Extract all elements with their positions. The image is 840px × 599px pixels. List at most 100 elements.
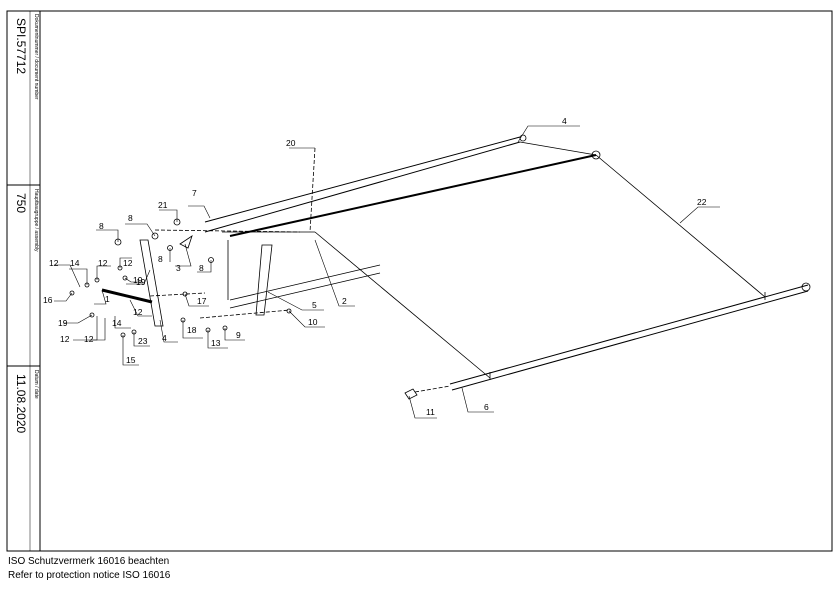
leader-2 xyxy=(314,239,355,307)
cassette-top-edge xyxy=(204,136,521,223)
callout-1: 1 xyxy=(105,294,110,304)
callout-12-top-mid: 12 xyxy=(98,258,108,268)
callout-4-top: 4 xyxy=(562,116,567,126)
leader-19b xyxy=(64,314,93,324)
leader-19a xyxy=(124,277,143,283)
screw-19a xyxy=(122,275,128,281)
screw-17 xyxy=(182,291,188,297)
axis-line-3 xyxy=(199,309,291,319)
front-bar xyxy=(229,154,597,237)
document-number: SPI.57712 xyxy=(14,18,28,75)
callout-8-right: 8 xyxy=(199,263,204,273)
callout-12-top-left: 12 xyxy=(49,258,59,268)
callout-8-middle: 8 xyxy=(158,254,163,264)
callout-19-right: 19 xyxy=(136,277,146,287)
fabric-back-right-edge xyxy=(519,141,597,156)
callout-10: 10 xyxy=(308,317,318,327)
leader-18 xyxy=(182,320,203,339)
callout-14-top: 14 xyxy=(70,258,80,268)
callout-7: 7 xyxy=(192,188,197,198)
leader-6 xyxy=(461,387,494,413)
leader-1 xyxy=(94,289,107,305)
leader-3 xyxy=(175,243,192,267)
leader-9 xyxy=(224,328,245,341)
arm-bracket-5 xyxy=(255,244,273,316)
callout-labels: 4 22 20 7 21 8 8 8 3 8 2 5 10 9 13 18 17… xyxy=(43,116,707,417)
screw-16 xyxy=(69,290,75,296)
leader-12f xyxy=(73,316,98,341)
callout-4-lower: 4 xyxy=(162,333,167,343)
leader-5 xyxy=(267,291,324,311)
load-bar-top xyxy=(449,284,809,385)
callout-12-lower-left: 12 xyxy=(60,334,70,344)
assembly-number: 750 xyxy=(14,193,28,214)
leader-17 xyxy=(184,293,209,307)
callout-8-left: 8 xyxy=(99,221,104,231)
arm-link-1 xyxy=(101,288,153,304)
callout-19-top: 19 xyxy=(133,275,143,285)
callout-12-top-right: 12 xyxy=(123,258,133,268)
screw-19b xyxy=(89,312,95,318)
callout-22: 22 xyxy=(697,197,707,207)
callout-3: 3 xyxy=(176,263,181,273)
callout-12-lower-right: 12 xyxy=(84,334,94,344)
assembly-label: Hauptbaugruppe / assembly xyxy=(33,189,39,252)
wall-rail-top xyxy=(229,264,381,301)
wall-rail-bottom xyxy=(229,272,381,309)
callout-9: 9 xyxy=(236,330,241,340)
leader-14b xyxy=(114,316,131,329)
axis-line-1 xyxy=(154,229,301,233)
callout-12-mid: 12 xyxy=(133,307,143,317)
leader-19c xyxy=(126,269,151,285)
leader-7 xyxy=(188,205,211,219)
callout-21: 21 xyxy=(158,200,168,210)
end-cap-top-right xyxy=(591,150,601,160)
protection-notice-en: Refer to protection notice ISO 16016 xyxy=(8,570,171,581)
leader-12d xyxy=(129,299,152,317)
axis-line-20 xyxy=(309,147,316,233)
callout-2: 2 xyxy=(342,296,347,306)
leader-15 xyxy=(122,335,139,366)
end-cap-load-bar xyxy=(801,282,811,292)
axis-line-11 xyxy=(414,385,451,393)
bracket-3 xyxy=(179,235,193,249)
leader-12a xyxy=(54,264,81,288)
callout-23: 23 xyxy=(138,336,148,346)
end-cap-part-11 xyxy=(404,388,418,400)
fabric-left-edge xyxy=(314,231,491,379)
date-value: 11.08.2020 xyxy=(14,374,28,434)
protection-notice-de: ISO Schutzvermerk 16016 beachten xyxy=(8,556,170,567)
axis-line-2 xyxy=(149,292,206,297)
leader-lines xyxy=(54,125,720,419)
leader-21 xyxy=(159,209,178,222)
callout-5: 5 xyxy=(312,300,317,310)
leader-12e xyxy=(119,257,132,268)
leader-10 xyxy=(288,310,325,328)
leader-4a xyxy=(517,125,580,143)
callout-11: 11 xyxy=(426,407,435,417)
callout-6: 6 xyxy=(484,402,489,412)
callout-13: 13 xyxy=(211,338,221,348)
leader-22 xyxy=(679,206,720,224)
date-label: Datum / date xyxy=(33,370,39,399)
cassette-bottom-edge xyxy=(204,141,521,233)
leader-8b xyxy=(125,223,156,237)
leader-16 xyxy=(54,292,73,302)
leader-4b xyxy=(159,319,178,343)
callout-14-lower: 14 xyxy=(112,318,122,328)
leader-13 xyxy=(207,330,228,349)
drawing-area xyxy=(39,10,833,552)
outer-frame xyxy=(6,10,833,552)
leader-12b xyxy=(96,265,111,280)
callout-16: 16 xyxy=(43,295,53,305)
arm-bracket-4 xyxy=(139,239,164,327)
leader-23 xyxy=(133,332,150,347)
end-cap-top-left xyxy=(519,134,527,142)
callout-20: 20 xyxy=(286,138,296,148)
screw-10 xyxy=(286,308,292,314)
callout-19-left: 19 xyxy=(58,318,68,328)
callout-17: 17 xyxy=(197,296,207,306)
leader-11 xyxy=(408,395,437,419)
